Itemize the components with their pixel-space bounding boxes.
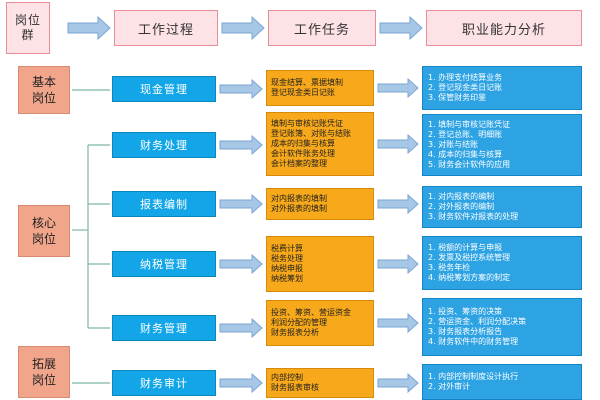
row-arrow [219, 317, 263, 339]
process-label: 财务处理 [140, 139, 188, 152]
ability-item: 3. 对账与结账 [428, 140, 479, 149]
task-box: 投资、筹资、营运资金利润分配的管理财务报表分析 [266, 300, 374, 346]
ability-item: 3. 财务报表分析报告 [428, 327, 503, 336]
header-work-process: 工作过程 [114, 10, 218, 46]
ability-item: 1. 办理支付结算业务 [428, 73, 503, 82]
header-arrow [221, 15, 265, 41]
row-arrow [219, 78, 263, 100]
process-box: 现金管理 [112, 76, 216, 102]
task-item: 登记账簿、对账与结账 [271, 129, 351, 138]
task-box: 填制与审核记账凭证登记账簿、对账与结账成本的归集与核算会计软件账务处理会计档案的… [266, 112, 374, 176]
header-work-task-label: 工作任务 [293, 22, 350, 38]
process-box: 财务管理 [112, 315, 216, 341]
process-label: 财务管理 [140, 322, 188, 335]
ability-item: 2. 发票及税控系统管理 [428, 253, 511, 262]
ability-item: 2. 登记总账、明细账 [428, 130, 503, 139]
task-item: 利润分配的管理 [271, 318, 327, 327]
task-item: 税费计算 [271, 244, 303, 253]
ability-item: 3. 保管财务印鉴 [428, 93, 487, 102]
ability-item: 1. 税额的计算与申报 [428, 243, 503, 252]
ability-item: 2. 对外审计 [428, 382, 471, 391]
category-basic: 基本岗位 [18, 66, 70, 114]
process-label: 报表编制 [140, 198, 188, 211]
row-arrow [377, 193, 419, 215]
process-label: 财务审计 [140, 377, 188, 390]
task-box: 税费计算税务处理纳税申报纳税筹划 [266, 236, 374, 292]
row-arrow [377, 77, 419, 99]
header-arrow [379, 15, 423, 41]
process-box: 财务处理 [112, 132, 216, 158]
process-box: 财务审计 [112, 370, 216, 396]
header-ability-analysis: 职业能力分析 [426, 10, 582, 46]
task-item: 会计档案的整理 [271, 159, 327, 168]
ability-item: 2. 营运资金、利润分配决策 [428, 317, 527, 326]
task-item: 填制与审核记账凭证 [271, 119, 343, 128]
header-position-group: 岗位群 [6, 2, 50, 54]
ability-item: 1. 填制与审核记账凭证 [428, 120, 511, 129]
task-item: 财务报表分析 [271, 328, 319, 337]
task-item: 纳税筹划 [271, 274, 303, 283]
ability-item: 4. 纳税筹划方案的制定 [428, 273, 511, 282]
row-arrow [377, 372, 419, 394]
header-work-process-label: 工作过程 [137, 22, 194, 38]
header-arrow [67, 15, 111, 41]
process-label: 纳税管理 [140, 258, 188, 271]
ability-item: 2. 对外报表的编制 [428, 202, 495, 211]
task-item: 纳税申报 [271, 264, 303, 273]
ability-item: 3. 税务年检 [428, 263, 471, 272]
row-arrow [377, 312, 419, 334]
ability-item: 1. 内部控制制度设计执行 [428, 372, 519, 381]
task-box: 对内报表的填制对外报表的填制 [266, 188, 374, 220]
row-arrow [219, 372, 263, 394]
task-item: 对内报表的填制 [271, 194, 327, 203]
task-item: 投资、筹资、营运资金 [271, 308, 351, 317]
process-label: 现金管理 [140, 83, 188, 96]
ability-item: 4. 成本的归集与核算 [428, 150, 503, 159]
row-arrow [219, 253, 263, 275]
row-arrow [377, 253, 419, 275]
category-basic-label: 基本岗位 [31, 75, 56, 105]
header-work-task: 工作任务 [268, 10, 376, 46]
category-extended: 拓展岗位 [18, 346, 70, 398]
task-item: 内部控制 [271, 373, 303, 382]
task-item: 成本的归集与核算 [271, 139, 335, 148]
header-position-group-label: 岗位群 [14, 13, 41, 42]
row-arrow [219, 134, 263, 156]
task-item: 会计软件账务处理 [271, 149, 335, 158]
task-item: 税务处理 [271, 254, 303, 263]
header-ability-analysis-label: 职业能力分析 [461, 22, 546, 38]
task-item: 对外报表的填制 [271, 204, 327, 213]
ability-item: 2. 登记现金类日记账 [428, 83, 503, 92]
category-extended-label: 拓展岗位 [31, 357, 56, 387]
ability-item: 5. 财务会计软件的应用 [428, 160, 511, 169]
category-core: 核心岗位 [18, 205, 70, 257]
task-item: 登记现金类日记账 [271, 88, 335, 97]
task-item: 财务报表审核 [271, 383, 319, 392]
row-arrow [377, 133, 419, 155]
process-box: 纳税管理 [112, 251, 216, 277]
task-item: 现金结算、票据填制 [271, 78, 343, 87]
task-box: 内部控制财务报表审核 [266, 368, 374, 398]
category-core-label: 核心岗位 [31, 216, 56, 246]
ability-item: 4. 财务软件中的财务管理 [428, 337, 519, 346]
ability-item: 1. 对内报表的编制 [428, 192, 495, 201]
ability-item: 1. 投资、筹资的决策 [428, 307, 503, 316]
row-arrow [219, 193, 263, 215]
process-box: 报表编制 [112, 191, 216, 217]
ability-item: 3. 财务软件对报表的处理 [428, 212, 519, 221]
task-box: 现金结算、票据填制登记现金类日记账 [266, 70, 374, 106]
